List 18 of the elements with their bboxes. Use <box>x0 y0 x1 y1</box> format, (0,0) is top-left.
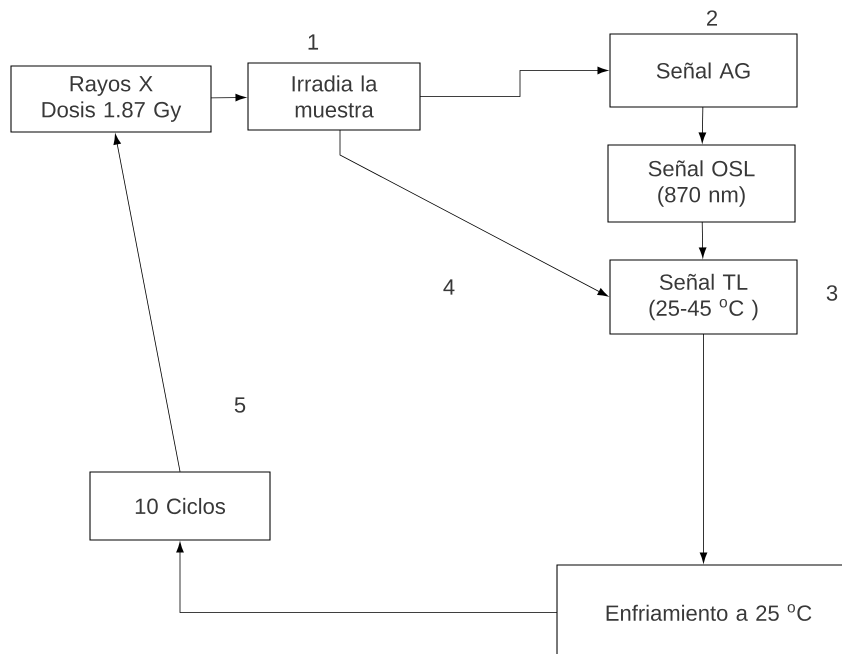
step-number: 4 <box>443 279 454 295</box>
arrow <box>114 134 180 472</box>
arrow <box>700 334 708 564</box>
process-box: Rayos X Dosis 1.87 Gy <box>10 65 212 133</box>
arrow <box>211 94 246 102</box>
process-box: Señal OSL (870 nm) <box>607 144 796 223</box>
process-box: Señal TL (25-45 $^{o}$C ) <box>609 259 798 335</box>
step-number: 3 <box>826 285 838 301</box>
arrow <box>698 107 706 144</box>
process-box: Enfriamiento a 25 $^{o}$C <box>556 564 842 654</box>
arrow <box>176 542 557 613</box>
process-box: Irradia la muestra <box>247 62 421 131</box>
arrow <box>698 222 706 258</box>
step-number: 5 <box>234 397 246 413</box>
process-box: 10 Ciclos <box>89 471 271 541</box>
process-box: Señal AG <box>609 33 798 108</box>
arrow <box>420 66 608 97</box>
arrow <box>340 130 608 297</box>
